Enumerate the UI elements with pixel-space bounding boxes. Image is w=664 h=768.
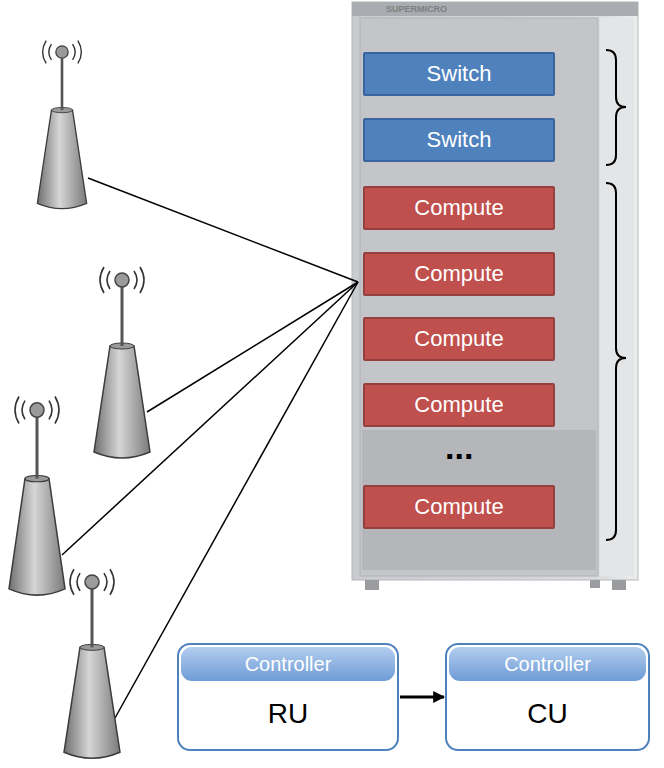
compute-box: Compute: [363, 186, 555, 230]
switch-box: Switch: [363, 52, 555, 96]
box-label: Compute: [414, 195, 503, 221]
compute-box: Compute: [363, 383, 555, 427]
antenna-towers: [9, 41, 150, 759]
controller-unit: ControllerRU: [177, 643, 399, 751]
group-brace: [606, 50, 626, 540]
box-label: Switch: [427, 127, 492, 153]
controller-unit: ControllerCU: [445, 643, 650, 751]
box-label: Switch: [427, 61, 492, 87]
box-label: Compute: [414, 494, 503, 520]
antenna-links: [62, 178, 358, 718]
brand-mark: SUPERMICRO: [386, 4, 447, 14]
box-label: Compute: [414, 326, 503, 352]
box-label: Compute: [414, 261, 503, 287]
compute-box: Compute: [363, 252, 555, 296]
server-rack: [352, 2, 638, 590]
compute-box: Compute: [363, 485, 555, 529]
unit-name: CU: [447, 683, 648, 745]
compute-box: Compute: [363, 317, 555, 361]
box-label: Compute: [414, 392, 503, 418]
flow-arrow: [400, 696, 444, 699]
switch-box: Switch: [363, 118, 555, 162]
unit-header: Controller: [449, 647, 646, 681]
unit-header: Controller: [181, 647, 395, 681]
ellipsis-mark: ...: [445, 428, 473, 467]
unit-name: RU: [179, 683, 397, 745]
